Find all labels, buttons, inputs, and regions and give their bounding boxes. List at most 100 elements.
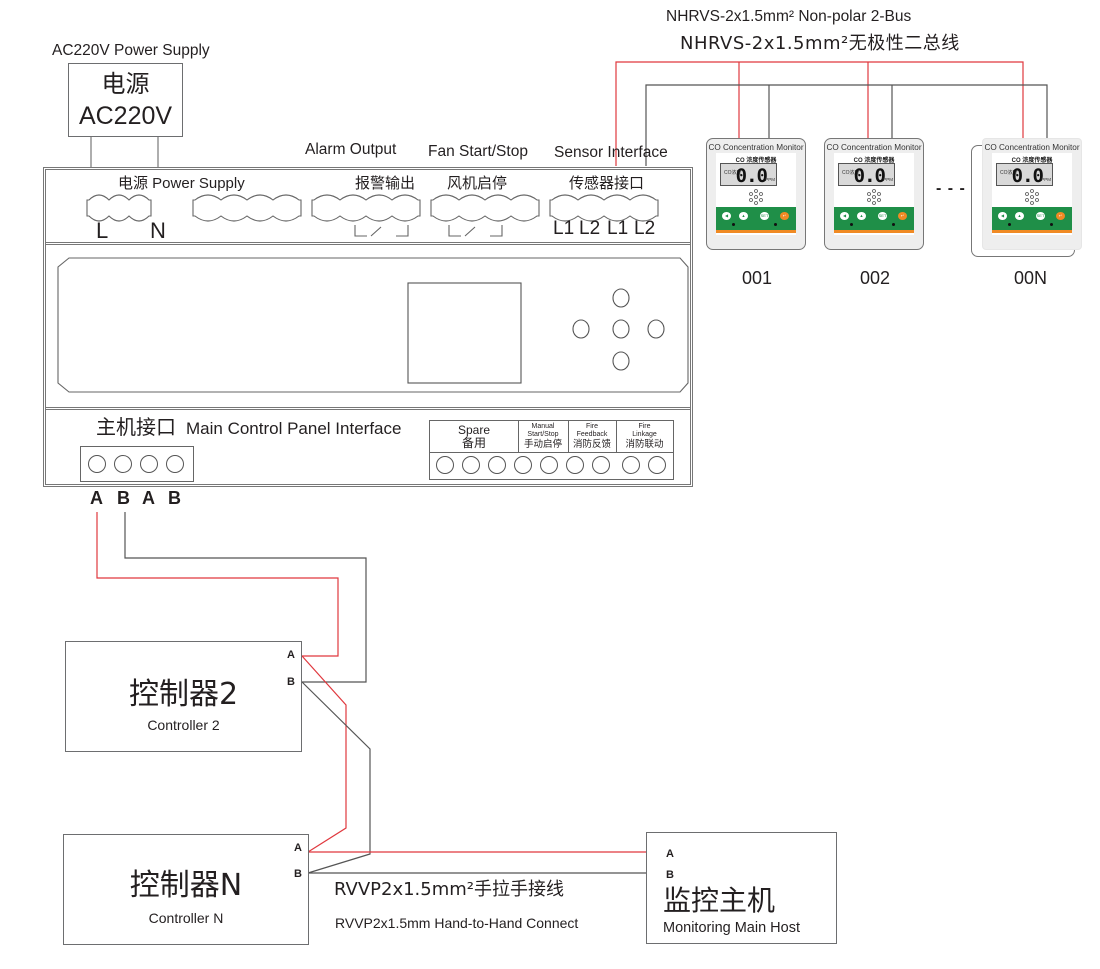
co-monitor-002: CO Concentration Monitor CO 浓度传感器 CO浓度 0… xyxy=(824,138,924,250)
controller-2-pin-b: B xyxy=(287,676,295,688)
front-panel xyxy=(57,257,689,393)
monitor-face-title: CO 浓度传感器 xyxy=(1011,158,1053,164)
monitor-key-2[interactable]: SET xyxy=(760,212,769,220)
monitor-lcd-label: CO浓度 xyxy=(842,170,860,176)
monitor-keypad: ◀ ▲ SET ↵ xyxy=(716,207,796,233)
monitor-key-0[interactable]: ◀ xyxy=(722,212,731,220)
power-supply-caption: AC220V Power Supply xyxy=(52,42,210,59)
main-interface-pin-1 xyxy=(88,455,106,473)
io-terminal-2 xyxy=(462,456,480,474)
monitor-face-title: CO 浓度传感器 xyxy=(853,158,895,164)
status-led-2 xyxy=(774,223,777,226)
status-led-1 xyxy=(850,223,853,226)
pin-label-n: N xyxy=(150,218,166,243)
io-header-manual-en: Manual Start/Stop xyxy=(527,423,559,438)
nav-button-right xyxy=(647,319,665,339)
monitor-key-3[interactable]: ↵ xyxy=(780,212,789,220)
io-terminal-8 xyxy=(622,456,640,474)
label-sensor-interface: Sensor Interface xyxy=(554,144,668,161)
monitor-key-2[interactable]: SET xyxy=(1036,212,1045,220)
monitor-id-002: 002 xyxy=(860,268,891,288)
io-header-fire-linkage-cn: 消防联动 xyxy=(625,439,664,450)
monitor-key-1[interactable]: ▲ xyxy=(857,212,866,220)
monitor-lcd: CO浓度 0.0 PPM xyxy=(838,163,895,187)
rs485-wire-b-main xyxy=(124,512,367,683)
controller-2: 控制器2 Controller 2 A B xyxy=(65,641,302,752)
io-header-fire-feedback-en: Fire Feedback xyxy=(576,423,608,438)
alarm-terminal-label: 报警输出 xyxy=(355,175,416,192)
monitor-lcd: CO浓度 0.0 PPM xyxy=(720,163,777,187)
controller-2-cn: 控制器2 xyxy=(128,677,239,712)
pin-label-l1-b: L1 xyxy=(607,218,629,239)
monitor-ellipsis: - - - xyxy=(936,180,966,197)
monitor-face: CO 浓度传感器 CO浓度 0.0 PPM ◀▲SET↵ xyxy=(716,153,796,235)
nav-button-up xyxy=(612,288,630,308)
status-led-2 xyxy=(1050,223,1053,226)
rs485-wire-b-c2-cn xyxy=(301,681,371,874)
monitor-keypad: ◀ ▲ SET ↵ xyxy=(834,207,914,233)
power-terminal-label: 电源 Power Supply xyxy=(118,175,245,192)
host-pin-a: A xyxy=(666,848,674,860)
rs485-wire-a-main xyxy=(96,512,339,657)
cable-label-cn: RVVP2x1.5mm²手拉手接线 xyxy=(334,879,565,900)
host-en: Monitoring Main Host xyxy=(663,920,800,936)
monitor-key-0[interactable]: ◀ xyxy=(998,212,1007,220)
status-led-1 xyxy=(732,223,735,226)
label-fan-start-stop: Fan Start/Stop xyxy=(428,143,528,160)
monitor-id-00n: 00N xyxy=(1014,268,1048,288)
speaker-grille-icon xyxy=(749,189,763,205)
io-header-spare-en: Spare xyxy=(457,423,491,437)
monitor-unit: PPM xyxy=(765,177,775,182)
pin-label-l2-b: L2 xyxy=(634,218,656,239)
controller-n-cn: 控制器N xyxy=(129,868,243,903)
nav-button-center xyxy=(612,319,630,339)
io-header-fire-linkage: Fire Linkage 消防联动 xyxy=(616,421,673,453)
io-header-spare: Spare 备用 xyxy=(430,421,519,453)
sensor-terminal-label: 传感器接口 xyxy=(569,175,645,192)
monitor-key-1[interactable]: ▲ xyxy=(739,212,748,220)
bus-title-en: NHRVS-2x1.5mm² Non-polar 2-Bus xyxy=(666,8,912,25)
speaker-grille-icon xyxy=(867,189,881,205)
terminal-block-power xyxy=(86,194,152,222)
monitor-key-0[interactable]: ◀ xyxy=(840,212,849,220)
monitor-lcd-label: CO浓度 xyxy=(1000,170,1018,176)
main-pin-a-2: A xyxy=(142,488,155,508)
terminal-block-sensor xyxy=(549,194,659,222)
io-terminal-table: Spare 备用 Manual Start/Stop 手动启停 Fire Fee… xyxy=(429,420,674,480)
monitor-key-2[interactable]: SET xyxy=(878,212,887,220)
main-controller: 电源 Power Supply 报警输出 风机启停 传感器接口 L N L1 L… xyxy=(43,167,693,487)
main-interface-pin-2 xyxy=(114,455,132,473)
monitor-lcd-label: CO浓度 xyxy=(724,170,742,176)
controller-n: 控制器N Controller N A B xyxy=(63,834,309,945)
host-pin-b: B xyxy=(666,869,674,881)
io-terminal-3 xyxy=(488,456,506,474)
monitor-unit: PPM xyxy=(1041,177,1051,182)
monitoring-host: A B 监控主机 Monitoring Main Host xyxy=(646,832,837,944)
rs485-wire-a-c2-cn xyxy=(301,655,347,853)
io-header-fire-feedback: Fire Feedback 消防反馈 xyxy=(568,421,617,453)
monitor-keypad: ◀ ▲ SET ↵ xyxy=(992,207,1072,233)
monitor-key-3[interactable]: ↵ xyxy=(1056,212,1065,220)
fan-terminal-label: 风机启停 xyxy=(447,175,508,192)
monitor-key-1[interactable]: ▲ xyxy=(1015,212,1024,220)
io-header-manual: Manual Start/Stop 手动启停 xyxy=(518,421,569,453)
co-monitor-00n: CO Concentration Monitor CO 浓度传感器 CO浓度 0… xyxy=(982,138,1082,250)
bus-wire-red xyxy=(615,61,1024,166)
pin-label-l1-a: L1 xyxy=(553,218,575,239)
monitor-reading: 0.0 xyxy=(735,165,768,187)
io-header-fire-linkage-en: Fire Linkage xyxy=(632,423,657,438)
monitor-id-001: 001 xyxy=(742,268,773,288)
io-terminal-4 xyxy=(514,456,532,474)
display-screen xyxy=(407,282,522,384)
io-terminal-1 xyxy=(436,456,454,474)
cable-label-en: RVVP2x1.5mm Hand-to-Hand Connect xyxy=(335,915,579,931)
monitor-face: CO 浓度传感器 CO浓度 0.0 PPM ◀ ▲ SET ↵ xyxy=(992,153,1072,235)
controller-n-pin-b: B xyxy=(294,868,302,880)
relay-contact-fan-icon xyxy=(448,225,503,237)
monitor-key-3[interactable]: ↵ xyxy=(898,212,907,220)
main-pin-a-1: A xyxy=(90,488,103,508)
monitor-reading: 0.0 xyxy=(1011,165,1044,187)
terminal-band-top: 电源 Power Supply 报警输出 风机启停 传感器接口 L N L1 L… xyxy=(46,170,690,245)
host-cn: 监控主机 xyxy=(663,884,776,917)
